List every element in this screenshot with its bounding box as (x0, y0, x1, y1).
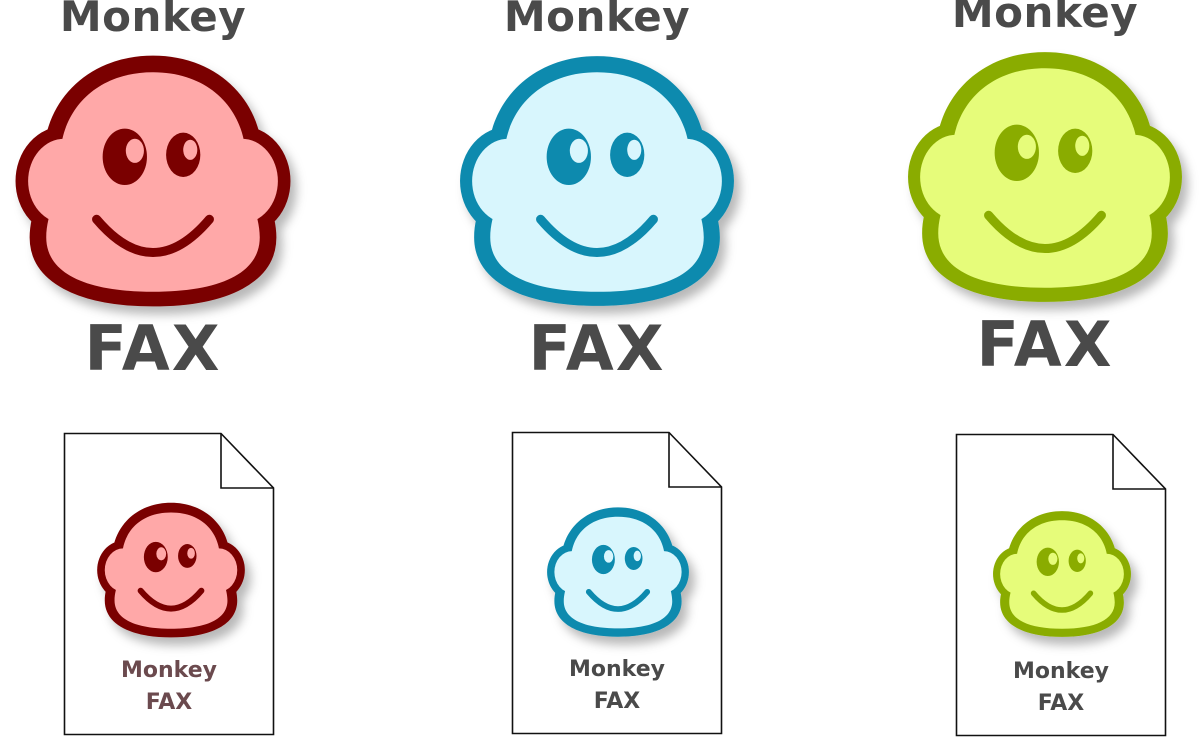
monkey-face-icon (97, 502, 245, 638)
monkey-face-icon (547, 507, 689, 637)
logo-fax-text: FAX (976, 308, 1114, 381)
logo-red: Monkey FAX (12, 0, 294, 390)
fax-document-blue: Monkey FAX (511, 431, 723, 735)
logo-blue: Monkey FAX (456, 0, 738, 390)
logo-fax-text: FAX (84, 312, 222, 385)
fax-document-green: Monkey FAX (955, 433, 1167, 737)
fax-document-red: Monkey FAX (63, 432, 275, 736)
monkey-face-icon (908, 52, 1182, 302)
monkey-face-icon (460, 56, 734, 306)
logo-fax-text: FAX (528, 312, 666, 385)
monkey-face-icon (993, 511, 1131, 637)
document-fax-text: FAX (593, 689, 641, 714)
document-fax-text: FAX (145, 690, 193, 715)
document-fax-text: FAX (1037, 691, 1085, 716)
logo-monkey-text: Monkey (59, 0, 247, 41)
document-monkey-text: Monkey (1013, 659, 1109, 684)
document-monkey-text: Monkey (569, 657, 665, 682)
logo-monkey-text: Monkey (951, 0, 1139, 37)
document-monkey-text: Monkey (121, 658, 217, 683)
logo-green: Monkey FAX (904, 0, 1186, 386)
logo-monkey-text: Monkey (503, 0, 691, 41)
monkey-face-icon (15, 55, 291, 307)
